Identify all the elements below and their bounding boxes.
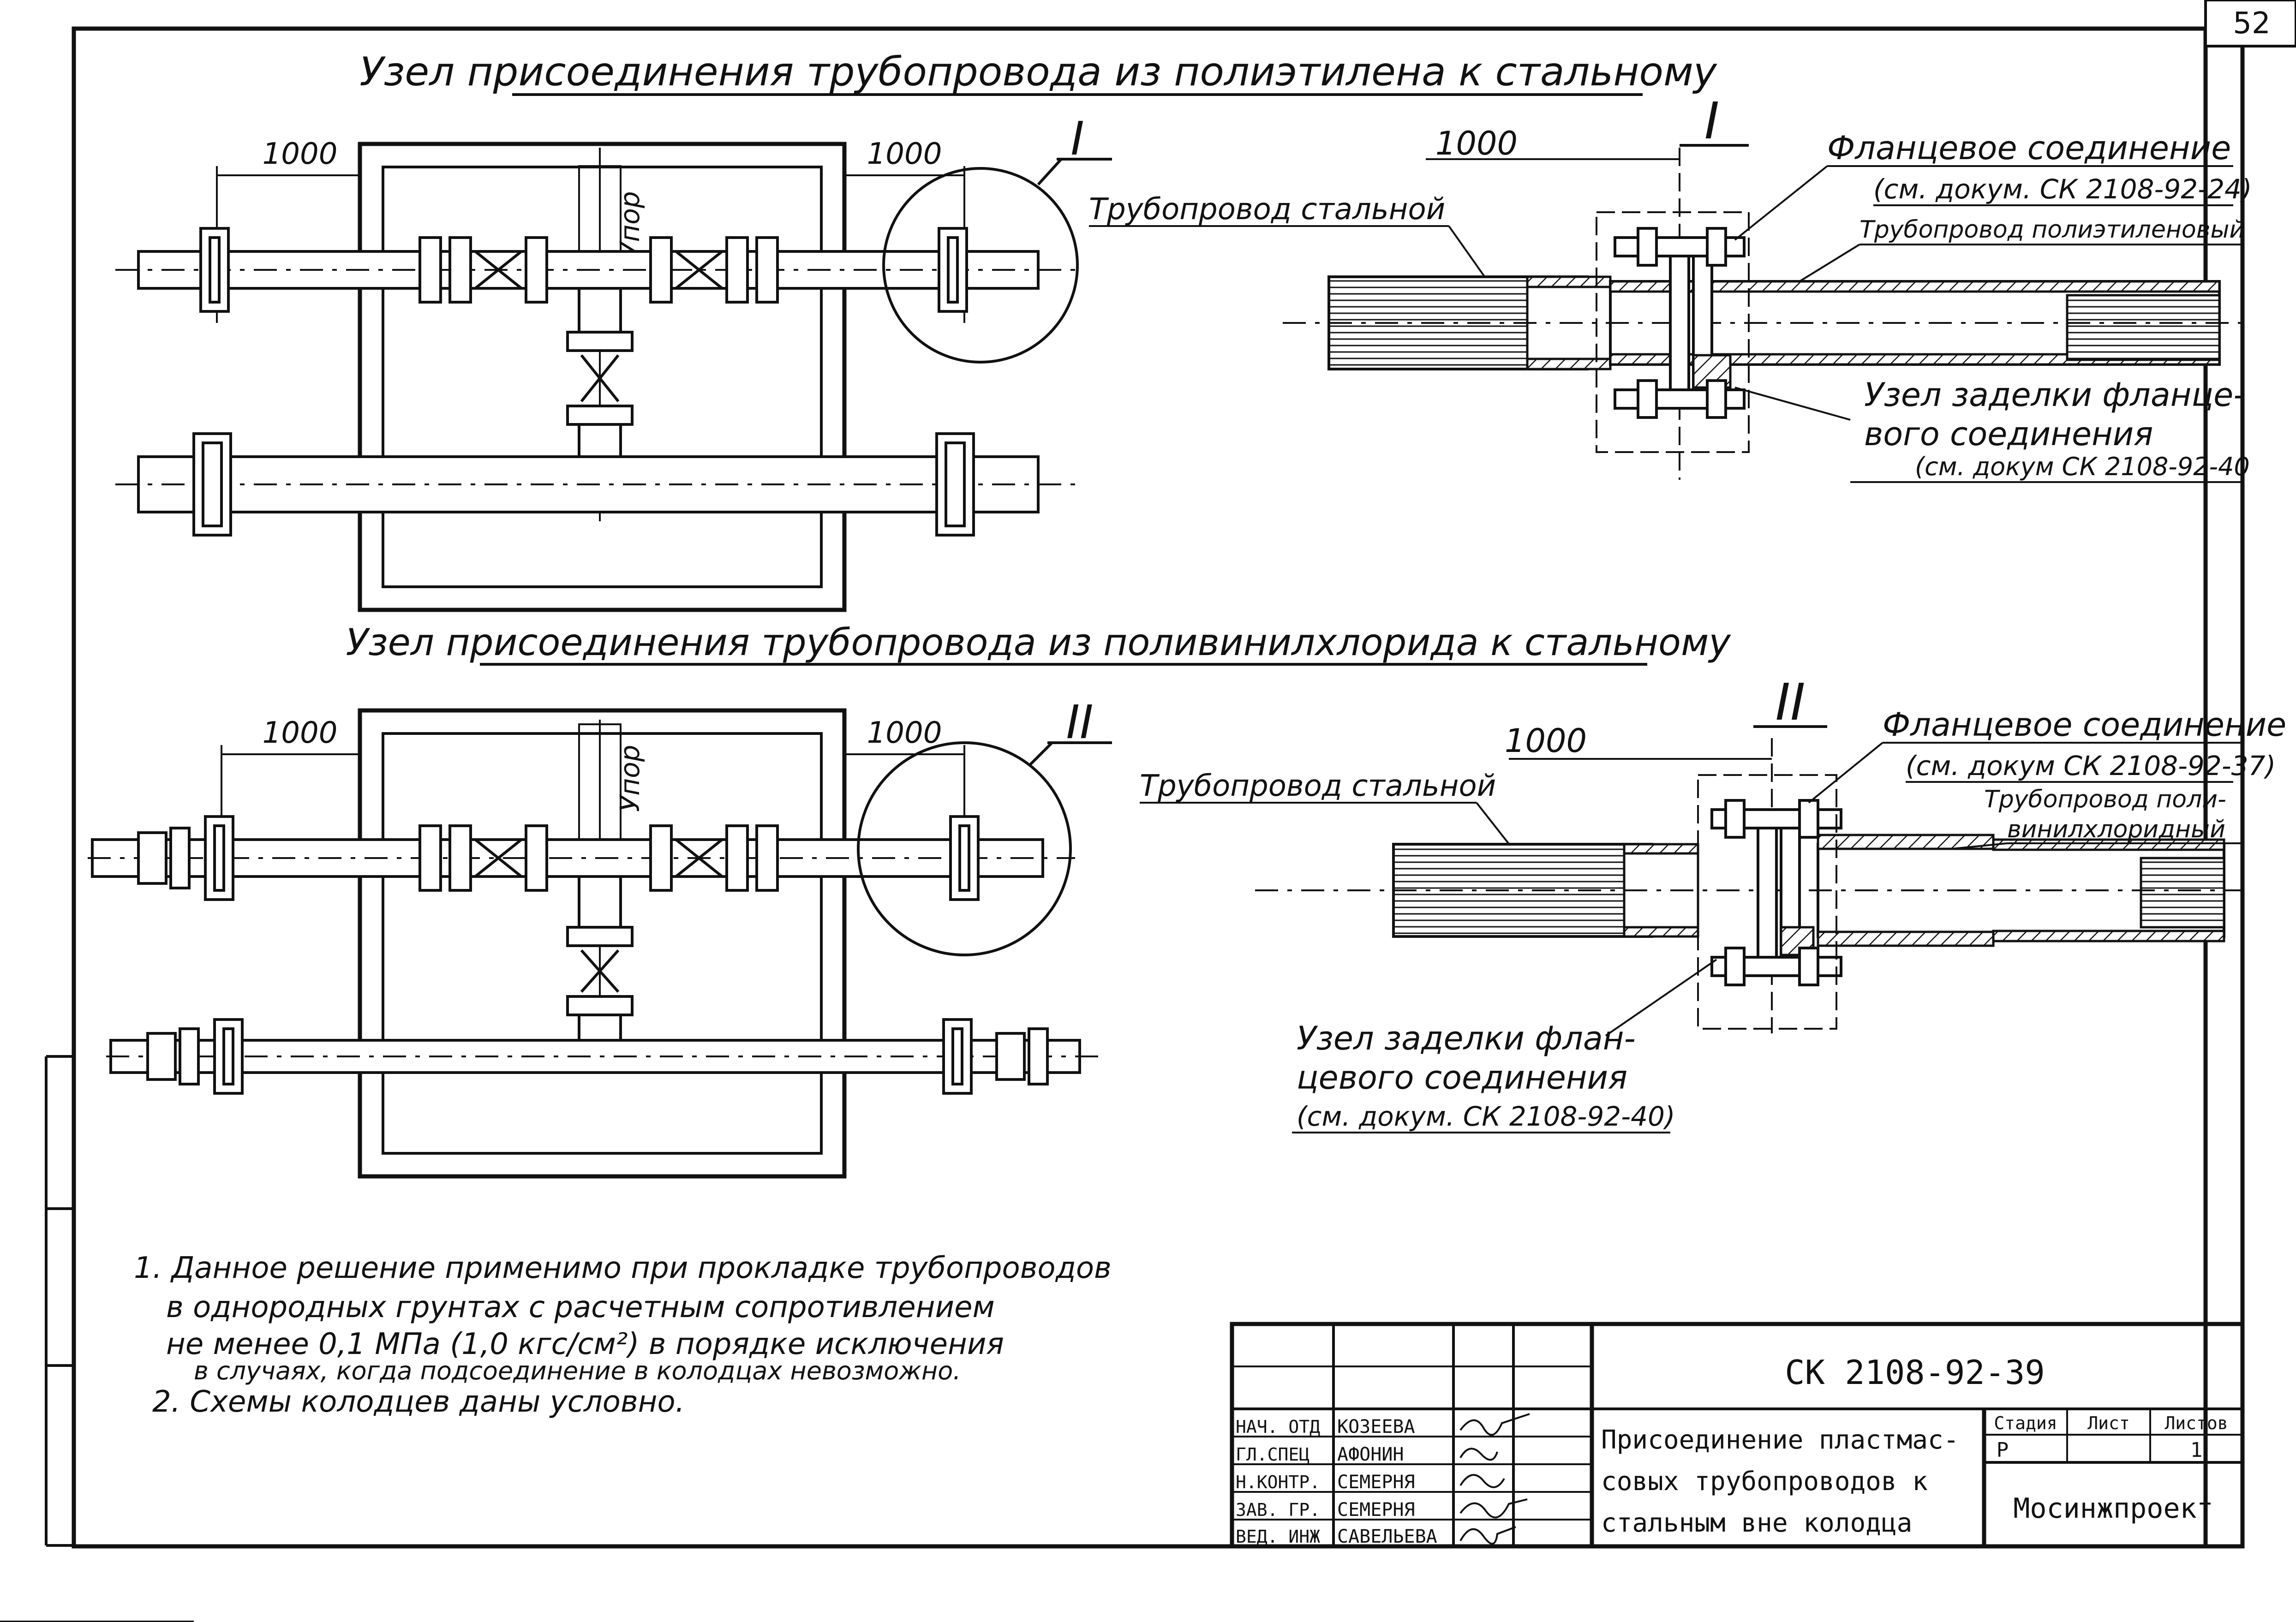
- svg-text:1000: 1000: [867, 137, 942, 171]
- pipeline-upper-top: [115, 227, 1075, 486]
- organization: Мосинжпроект: [2013, 1492, 2213, 1525]
- names-column: КОЗЕЕВА АФОНИН СЕМЕРНЯ СЕМЕРНЯ САВЕЛЬЕВА: [1337, 1416, 1437, 1547]
- bottom-section-title: Узел присоединения трубопровода из полив…: [346, 621, 1731, 664]
- callout-mark-II: II: [1066, 695, 1094, 749]
- dimension-left-top: 1000: [216, 137, 360, 323]
- doc-code: СК 2108-92-39: [1785, 1353, 2045, 1392]
- seal-ref-I: (см. докум СК 2108-92-40: [1915, 452, 2250, 481]
- svg-text:1000: 1000: [263, 716, 338, 750]
- sheet-number: 52: [2233, 6, 2270, 41]
- seal-line1-I: Узел заделки фланце-: [1864, 376, 2245, 414]
- svg-text:СЕМЕРНЯ: СЕМЕРНЯ: [1337, 1472, 1415, 1493]
- svg-text:АФОНИН: АФОНИН: [1337, 1444, 1404, 1465]
- roles-column: НАЧ. ОТД ГЛ.СПЕЦ Н.КОНТР. ЗАВ. ГР. ВЕД. …: [1236, 1417, 1320, 1547]
- pipeline-upper-bottom: [88, 815, 1075, 1058]
- seal-line1-II: Узел заделки флан-: [1297, 1020, 1636, 1057]
- seal-ref-II: (см. докум. СК 2108-92-40): [1297, 1101, 1675, 1132]
- note-1-line-2: в однородных грунтах с расчетным сопроти…: [166, 1290, 995, 1324]
- svg-text:Н.КОНТР.: Н.КОНТР.: [1236, 1472, 1320, 1492]
- stage-label: Стадия: [1994, 1413, 2057, 1433]
- well-plan-top: Упор: [358, 142, 847, 612]
- pipeline-lower-top: [115, 432, 1075, 537]
- seal-line2-I: вого соединения: [1864, 415, 2153, 453]
- svg-text:КОЗЕЕВА: КОЗЕЕВА: [1337, 1416, 1415, 1437]
- top-section-title: Узел присоединения трубопровода из полиэ…: [359, 49, 1717, 95]
- svg-text:ЗАВ. ГР.: ЗАВ. ГР.: [1236, 1500, 1320, 1520]
- svg-text:САВЕЛЬЕВА: САВЕЛЬЕВА: [1337, 1526, 1437, 1547]
- drawing-title-line1: Присоединение пластмас-: [1601, 1425, 1959, 1455]
- svg-text:1000: 1000: [1435, 125, 1518, 162]
- svg-text:1000: 1000: [867, 716, 942, 750]
- top-section: Узел присоединения трубопровода из полиэ…: [115, 49, 2252, 612]
- well-plan-bottom: Упор: [358, 708, 847, 1179]
- svg-text:1000: 1000: [1505, 722, 1587, 760]
- flange-title-II: Фланцевое соединение: [1883, 706, 2286, 744]
- steel-pipe-label-I: Трубопровод стальной: [1089, 192, 1445, 227]
- sheet-label: Лист: [2087, 1413, 2130, 1433]
- dimension-right-top: 1000: [844, 137, 965, 323]
- plastic-line1-II: Трубопровод поли-: [1984, 786, 2226, 813]
- note-1-line-1: 1. Данное решение применимо при прокладк…: [134, 1251, 1112, 1285]
- detail-mark-I: I: [1704, 91, 1719, 150]
- note-1-line-3: не менее 0,1 МПа (1,0 кгс/см²) в порядке…: [166, 1327, 1004, 1361]
- pipeline-lower-bottom: [106, 1018, 1098, 1095]
- notes: 1. Данное решение применимо при прокладк…: [134, 1251, 1112, 1419]
- seal-line2-II: цевого соединения: [1297, 1059, 1627, 1097]
- note-2: 2. Схемы колодцев даны условно.: [152, 1385, 685, 1419]
- flange-ref-I: (см. докум. СК 2108-92-24): [1873, 173, 2252, 205]
- callout-mark-I: I: [1070, 112, 1084, 166]
- callout-circle-I: I: [882, 112, 1112, 364]
- sheets-label: Листов: [2164, 1413, 2228, 1433]
- plastic-line2-II: винилхлоридный: [2007, 816, 2225, 843]
- support-label-bottom: Упор: [614, 745, 646, 812]
- signatures: [1459, 1413, 1530, 1545]
- support-label-top: Упор: [614, 191, 646, 258]
- stage-value: Р: [1997, 1438, 2009, 1462]
- drawing-title-line2: совых трубопроводов к: [1601, 1467, 1928, 1497]
- note-1-line-4: в случаях, когда подсоединение в колодца…: [194, 1356, 961, 1385]
- steel-pipe-label-II: Трубопровод стальной: [1140, 769, 1496, 803]
- svg-text:1000: 1000: [263, 137, 338, 171]
- bottom-section: Узел присоединения трубопровода из полив…: [88, 621, 2286, 1179]
- flange-ref-II: (см. докум СК 2108-92-37): [1906, 750, 2276, 781]
- detail-I: I 1000 Трубопровод стальной: [1089, 91, 2252, 483]
- callout-circle-II: II: [857, 695, 1112, 956]
- detail-mark-II: II: [1776, 673, 1806, 732]
- detail-II: II 1000 Трубопровод стальной: [1140, 673, 2286, 1133]
- flange-title-I: Фланцевое соединение: [1827, 129, 2231, 167]
- svg-text:ВЕД. ИНЖ: ВЕД. ИНЖ: [1236, 1527, 1320, 1547]
- drawing-title-line3: стальным вне колодца: [1601, 1508, 1912, 1538]
- title-block: СК 2108-92-39 НАЧ. ОТД ГЛ.СПЕЦ Н.КОНТР. …: [1230, 1322, 2245, 1549]
- svg-text:ГЛ.СПЕЦ: ГЛ.СПЕЦ: [1236, 1444, 1309, 1465]
- sheets-value: 1: [2190, 1438, 2203, 1462]
- plastic-pipe-label-I: Трубопровод полиэтиленовый: [1860, 216, 2245, 244]
- svg-text:НАЧ. ОТД: НАЧ. ОТД: [1236, 1417, 1320, 1437]
- svg-text:СЕМЕРНЯ: СЕМЕРНЯ: [1337, 1499, 1415, 1521]
